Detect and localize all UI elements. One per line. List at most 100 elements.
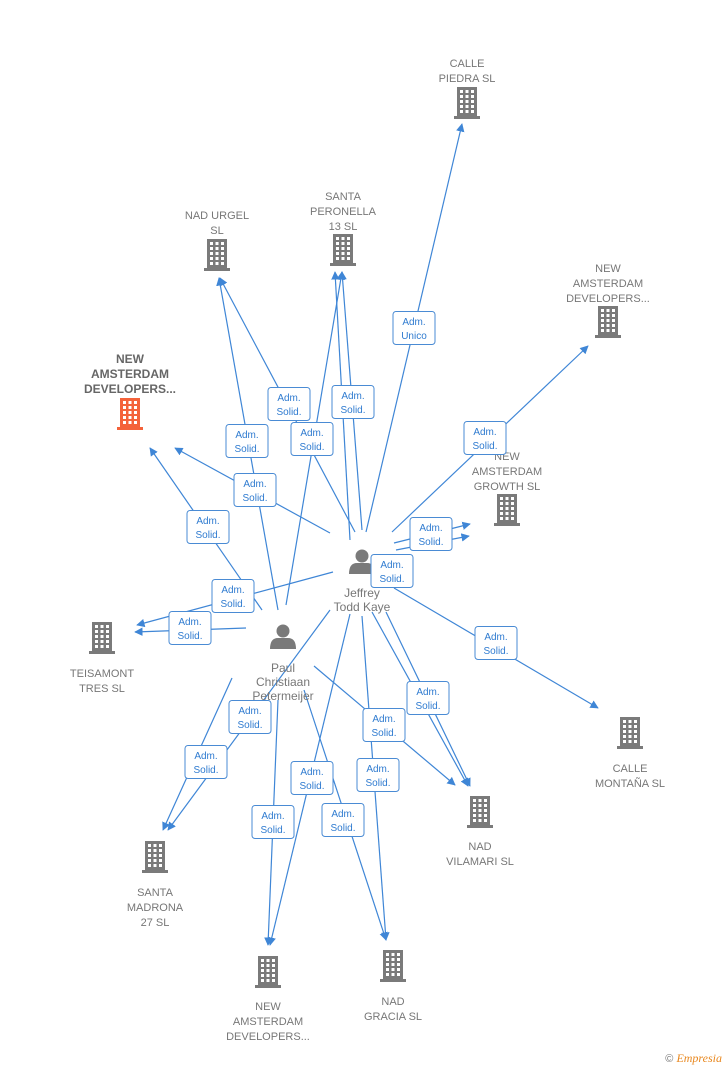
role-badge-text: Adm. xyxy=(221,585,244,596)
role-badge[interactable]: Adm. Solid. xyxy=(406,681,450,715)
company-label: GRACIA SL xyxy=(364,1011,422,1023)
role-badge-text: Solid. xyxy=(418,537,443,548)
building-icon[interactable] xyxy=(204,239,230,271)
role-badge-text: Adm. xyxy=(178,617,201,628)
badges-layer: Adm.UnicoAdm.Solid.Adm.Solid.Adm.Solid.A… xyxy=(168,311,518,839)
role-badge-text: Adm. xyxy=(419,523,442,534)
role-badge-text: Solid. xyxy=(330,823,355,834)
role-badge[interactable]: Adm.Solid. xyxy=(225,424,269,458)
building-icon[interactable] xyxy=(380,950,406,982)
role-badge[interactable]: Adm.Solid. xyxy=(184,745,228,779)
role-badge[interactable]: Adm. Solid. xyxy=(168,611,212,645)
building-icon[interactable] xyxy=(494,494,520,526)
role-badge[interactable]: Adm. Solid. xyxy=(356,758,400,792)
role-badge-text: Adm. xyxy=(416,687,439,698)
building-icon[interactable] xyxy=(330,234,356,266)
role-badge[interactable]: Adm.Solid. xyxy=(463,421,507,455)
role-badge-text: Adm. xyxy=(238,706,261,717)
building-icon[interactable] xyxy=(467,796,493,828)
role-badge-text: Solid. xyxy=(242,493,267,504)
company-node[interactable]: TEISAMONT TRES SL xyxy=(70,622,134,695)
role-badge-text: Solid. xyxy=(483,646,508,657)
role-badge[interactable]: Adm. Solid. xyxy=(233,473,277,507)
company-node[interactable]: NEWAMSTERDAMDEVELOPERS... xyxy=(84,352,176,430)
company-label: NEW xyxy=(116,352,145,366)
company-label: AMSTERDAM xyxy=(91,367,169,381)
role-badge-text: Solid. xyxy=(371,728,396,739)
role-badge-text: Adm. xyxy=(243,479,266,490)
company-label: PERONELLA xyxy=(310,206,377,218)
building-icon[interactable] xyxy=(617,717,643,749)
copyright-icon: © xyxy=(665,1053,674,1065)
role-badge-text: Solid. xyxy=(299,442,324,453)
role-badge-text: Solid. xyxy=(177,631,202,642)
role-badge-text: Adm. xyxy=(235,430,258,441)
role-badge[interactable]: Adm.Solid. xyxy=(267,387,311,421)
role-badge[interactable]: Adm. Solid. xyxy=(290,422,334,456)
building-icon[interactable] xyxy=(595,306,621,338)
role-badge-text: Adm. xyxy=(196,516,219,527)
company-label: DEVELOPERS... xyxy=(566,293,650,305)
role-badge[interactable]: Adm. Solid. xyxy=(321,803,365,837)
person-label: Jeffrey xyxy=(344,586,380,600)
building-icon[interactable] xyxy=(255,956,281,988)
role-badge-text: Adm. xyxy=(484,632,507,643)
role-badge[interactable]: Adm.Solid. xyxy=(290,761,334,795)
company-node[interactable]: NEWAMSTERDAMDEVELOPERS... xyxy=(226,956,310,1043)
role-badge[interactable]: Adm.Solid. xyxy=(251,805,295,839)
role-badge-text: Adm. xyxy=(372,714,395,725)
role-badge-text: Solid. xyxy=(237,720,262,731)
role-badge-text: Solid. xyxy=(415,701,440,712)
company-label: DEVELOPERS... xyxy=(226,1031,310,1043)
building-icon[interactable] xyxy=(142,841,168,873)
role-badge-text: Adm. xyxy=(300,767,323,778)
role-badge-text: Adm. xyxy=(194,751,217,762)
role-badge-text: Adm. xyxy=(261,811,284,822)
role-badge-text: Adm. xyxy=(277,393,300,404)
company-label: TEISAMONT xyxy=(70,668,134,680)
company-label: SANTA xyxy=(325,191,362,203)
role-badge-text: Adm. xyxy=(331,809,354,820)
building-icon[interactable] xyxy=(89,622,115,654)
person-label: Paul xyxy=(271,661,295,675)
role-badge[interactable]: Adm.Solid. xyxy=(211,579,255,613)
person-icon[interactable] xyxy=(349,549,375,575)
company-node[interactable]: NEWAMSTERDAMDEVELOPERS... xyxy=(566,263,650,338)
role-badge[interactable]: Adm.Solid. xyxy=(331,385,375,419)
role-badge-text: Adm. xyxy=(473,427,496,438)
role-badge[interactable]: Adm.Unico xyxy=(392,311,436,345)
role-badge-text: Adm. xyxy=(366,764,389,775)
role-badge[interactable]: Adm. Solid. xyxy=(409,517,453,551)
role-badge-text: Adm. xyxy=(380,560,403,571)
company-label: NAD URGEL xyxy=(185,210,249,222)
footer-brand[interactable]: © Empresia xyxy=(665,1051,722,1066)
role-badge[interactable]: Adm. Solid. xyxy=(370,554,414,588)
role-badge[interactable]: Adm. Solid. xyxy=(362,708,406,742)
role-badge[interactable]: Adm.Solid. xyxy=(186,510,230,544)
company-label: VILAMARI SL xyxy=(446,856,514,868)
role-badge-text: Unico xyxy=(401,331,427,342)
company-label: NEW xyxy=(595,263,621,275)
role-badge[interactable]: Adm. Solid. xyxy=(474,626,518,660)
company-label: TRES SL xyxy=(79,683,125,695)
company-label: MONTAÑA SL xyxy=(595,777,665,790)
role-badge-text: Solid. xyxy=(379,574,404,585)
role-badge[interactable]: Adm. Solid. xyxy=(228,700,272,734)
role-badge-text: Adm. xyxy=(300,428,323,439)
person-icon[interactable] xyxy=(270,624,296,650)
building-icon[interactable] xyxy=(454,87,480,119)
company-label: CALLE xyxy=(450,58,485,70)
company-label: GROWTH SL xyxy=(474,481,541,493)
role-badge-text: Solid. xyxy=(365,778,390,789)
focus-building-icon[interactable] xyxy=(117,398,143,430)
